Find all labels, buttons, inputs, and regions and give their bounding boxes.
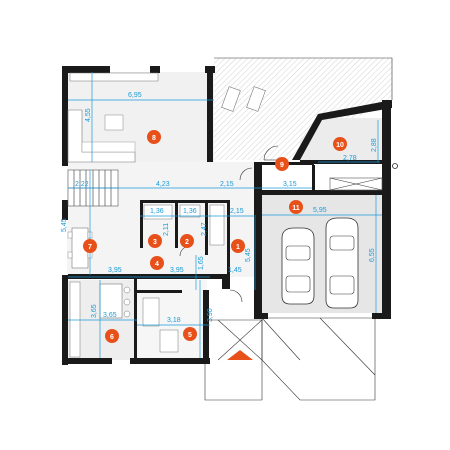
wall-terrace-pillar — [207, 66, 213, 162]
dim-wc-depth: 2,47 — [201, 222, 208, 236]
dim-small-depth: 1,65 — [198, 256, 205, 270]
svg-text:7: 7 — [88, 244, 92, 251]
dim-living-width: 6,95 — [128, 92, 142, 99]
dim-room5-width: 3,18 — [167, 317, 181, 324]
svg-text:9: 9 — [280, 162, 284, 169]
wall-west-bottom — [62, 275, 68, 365]
wall-west-mid — [62, 200, 68, 220]
wall-garage-west — [254, 162, 262, 318]
wall-south-left — [62, 358, 112, 364]
svg-text:8: 8 — [152, 135, 156, 142]
sunbeds — [221, 86, 266, 112]
room-marker-11: 11 — [289, 200, 303, 214]
dim-vestibule-width: 2,15 — [220, 181, 234, 188]
room-marker-1: 1 — [231, 239, 245, 253]
dim-wc-width: 1,36 — [183, 208, 197, 215]
room-marker-6: 6 — [105, 329, 119, 343]
dim-storage-width: 2,78 — [343, 155, 357, 162]
dim-dining-width: 3,95 — [108, 267, 122, 274]
room-marker-7: 7 — [83, 239, 97, 253]
svg-text:11: 11 — [292, 205, 300, 212]
dim-garage-depth: 6,55 — [369, 248, 376, 262]
svg-text:3: 3 — [153, 239, 157, 246]
room-marker-9: 9 — [275, 157, 289, 171]
wall-garage-south-right — [372, 313, 391, 319]
dim-hall2-width: 2,15 — [230, 208, 244, 215]
dim-storage-depth: 2,88 — [371, 138, 378, 152]
dimension-lines — [68, 72, 382, 358]
car-left — [281, 227, 315, 305]
wall-kitchen-div — [134, 279, 137, 359]
svg-text:1: 1 — [236, 244, 240, 251]
room-marker-8: 8 — [147, 130, 161, 144]
wall-wc — [175, 200, 178, 248]
dim-garage-width: 5,95 — [313, 207, 327, 214]
car-right — [325, 217, 359, 309]
wall-room5-top — [137, 290, 182, 293]
wall-garage-east — [382, 100, 391, 318]
dim-kitchen-depth: 3,65 — [91, 304, 98, 318]
dim-stair-width: 2,22 — [75, 181, 89, 188]
bathroom-fixtures — [142, 204, 225, 353]
wall-garage-south-left — [254, 313, 268, 319]
dim-small-width: 1,45 — [228, 267, 242, 274]
wall-south-mid — [130, 358, 210, 364]
room-marker-10: 10 — [333, 137, 347, 151]
kitchen-island — [69, 281, 131, 358]
svg-text:10: 10 — [336, 142, 344, 149]
svg-text:5: 5 — [188, 332, 192, 339]
room-marker-4: 4 — [150, 256, 164, 270]
room-marker-5: 5 — [183, 327, 197, 341]
dim-room5-depth: 3,90 — [207, 308, 214, 322]
driveway-line — [319, 317, 376, 376]
entrance-path — [204, 319, 263, 401]
wall-bath — [140, 200, 143, 248]
dim-hall-width: 4,23 — [156, 181, 170, 188]
room-marker-2: 2 — [180, 234, 194, 248]
wall-entry-col — [222, 274, 230, 289]
entrance-roof — [217, 319, 263, 361]
outdoor-lamp-icon — [392, 163, 398, 169]
kitchen-counter-top — [69, 72, 159, 82]
dim-entry-width: 3,15 — [283, 181, 297, 188]
wall-hall-south — [68, 274, 228, 279]
svg-text:6: 6 — [110, 334, 114, 341]
garage-cabinets — [329, 177, 383, 191]
wall-east-south — [203, 290, 209, 362]
wall-storage — [292, 100, 392, 160]
sofa — [67, 109, 136, 163]
svg-text:2: 2 — [185, 239, 189, 246]
wall-north-mid — [150, 66, 160, 73]
driveway — [261, 317, 376, 401]
dim-bath-depth: 2,11 — [163, 223, 170, 236]
dim-dining-depth: 5,45 — [61, 218, 68, 232]
terrace — [214, 58, 392, 160]
wall-wc-right — [205, 200, 208, 255]
wall-north-left — [62, 66, 110, 73]
dim-kitchen-width: 3,65 — [103, 312, 117, 319]
room-marker-3: 3 — [148, 234, 162, 248]
dim-living-depth: 4,55 — [85, 108, 92, 122]
entrance-marker-icon — [227, 350, 253, 360]
wall-wc-east — [227, 200, 230, 275]
terrace-outline — [214, 57, 393, 100]
dim-hall-depth: 5,45 — [245, 248, 252, 262]
driveway-line-2 — [261, 317, 301, 361]
wall-garage-north — [262, 190, 382, 195]
dim-room4-width: 3,95 — [170, 267, 184, 274]
wall-bath-top — [140, 200, 230, 203]
wall-vestibule — [312, 165, 315, 190]
svg-text:4: 4 — [155, 261, 159, 268]
wall-west-top — [62, 66, 68, 166]
dim-bath-width: 1,36 — [150, 208, 164, 215]
